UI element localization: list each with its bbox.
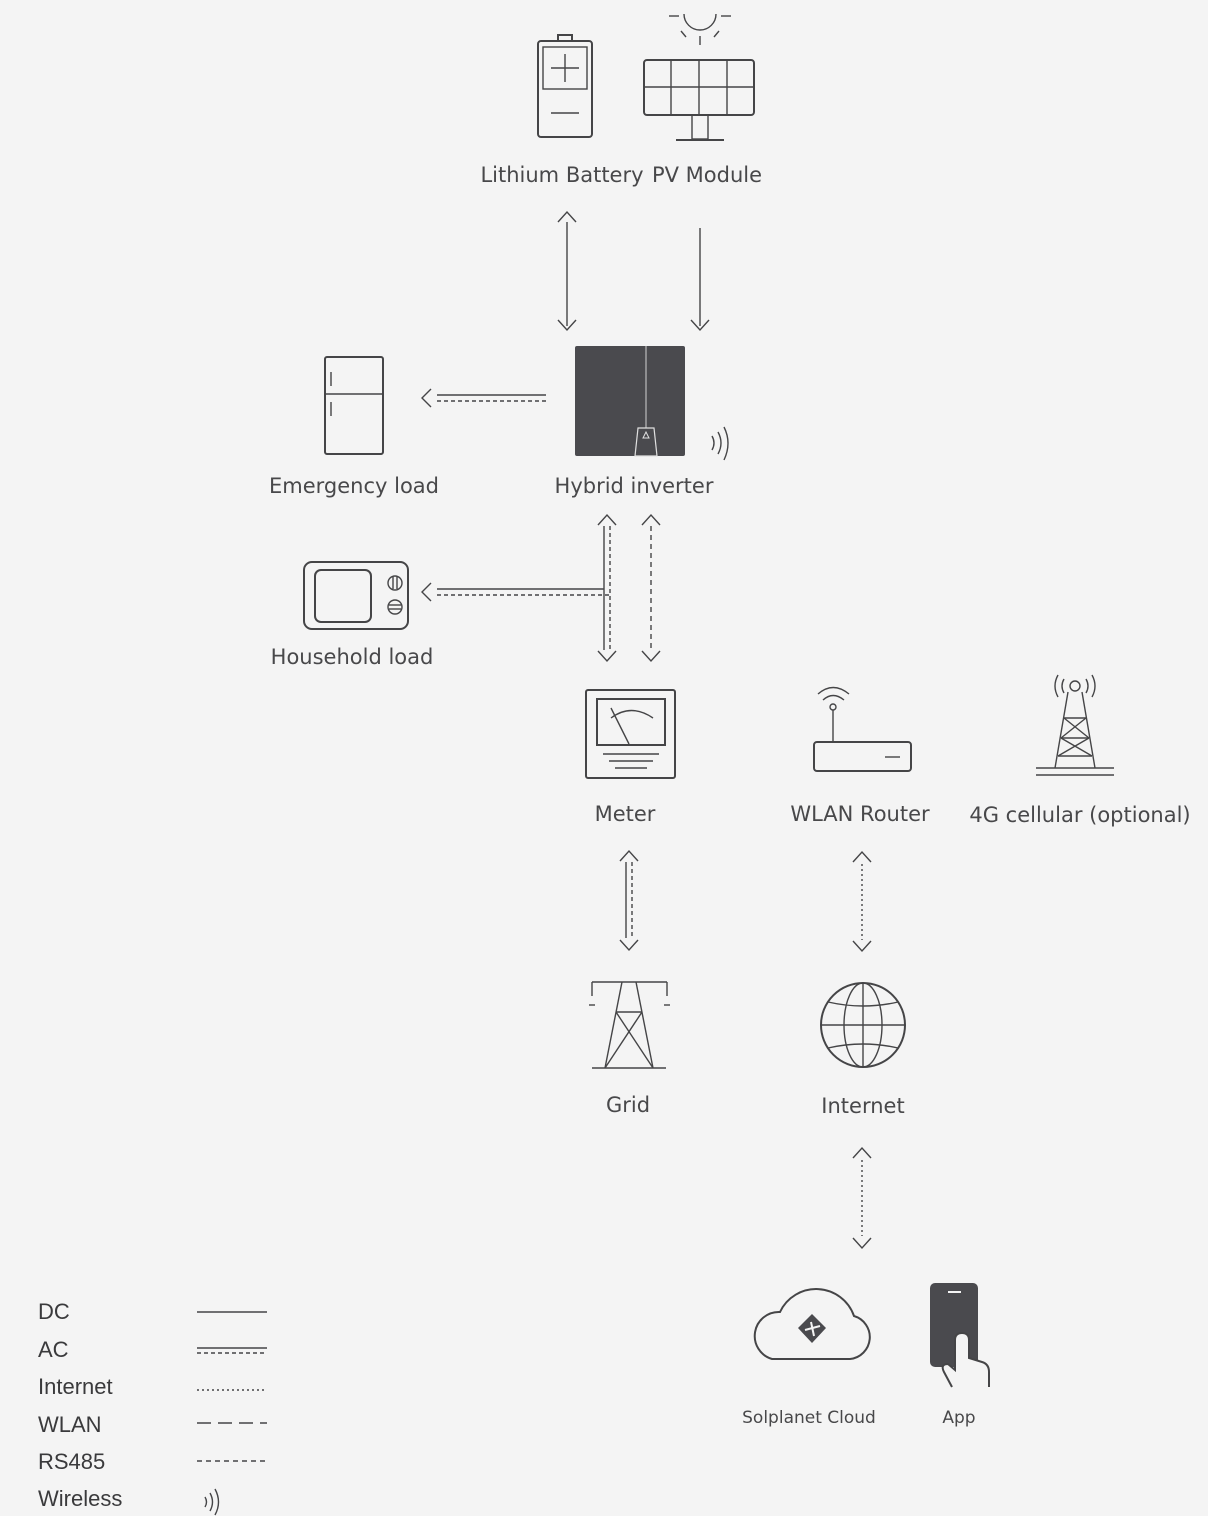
dc-link-battery	[557, 210, 577, 332]
battery-icon	[537, 34, 593, 138]
ac-link-emergency	[421, 388, 546, 408]
globe-icon	[820, 982, 906, 1068]
label-pv-module: PV Module	[651, 163, 763, 187]
hybrid-inverter-icon	[575, 346, 685, 457]
grid-tower-icon	[589, 981, 670, 1069]
label-wlan-router: WLAN Router	[790, 802, 930, 826]
meter-icon	[585, 689, 676, 779]
label-household-load: Household load	[270, 645, 434, 669]
legend-samples	[197, 1311, 267, 1516]
pv-module-icon	[643, 13, 755, 141]
cellular-tower-icon	[1036, 674, 1114, 776]
legend-label-wlan: WLAN	[38, 1412, 102, 1437]
internet-link-router	[852, 850, 872, 953]
label-4g-cellular: 4G cellular (optional)	[969, 803, 1191, 827]
dc-link-pv	[690, 228, 710, 332]
internet-link-cloud	[852, 1146, 872, 1250]
label-meter: Meter	[594, 802, 656, 826]
cloud-icon	[753, 1288, 871, 1360]
legend-label-dc: DC	[38, 1299, 70, 1324]
legend-label-wireless: Wireless	[38, 1486, 123, 1511]
label-solplanet-cloud: Solplanet Cloud	[742, 1408, 876, 1428]
router-icon	[813, 686, 912, 772]
phone-app-icon	[930, 1283, 990, 1388]
legend-label-rs485: RS485	[38, 1449, 106, 1474]
label-hybrid-inverter: Hybrid inverter	[554, 474, 714, 498]
legend-label-ac: AC	[38, 1337, 69, 1362]
microwave-icon	[303, 561, 409, 630]
ac-link-household	[421, 582, 610, 602]
label-emergency-load: Emergency load	[269, 474, 439, 498]
label-grid: Grid	[605, 1093, 651, 1117]
ac-link-meter	[597, 513, 617, 663]
label-internet: Internet	[821, 1094, 905, 1118]
fridge-icon	[324, 356, 384, 455]
legend-label-internet: Internet	[38, 1374, 113, 1399]
label-app: App	[942, 1408, 976, 1428]
ac-link-grid	[619, 849, 639, 952]
label-lithium-battery: Lithium Battery	[480, 163, 644, 187]
legend-wireless-icon	[204, 1488, 220, 1516]
wireless-icon	[711, 426, 729, 461]
rs485-link-meter	[641, 513, 661, 663]
